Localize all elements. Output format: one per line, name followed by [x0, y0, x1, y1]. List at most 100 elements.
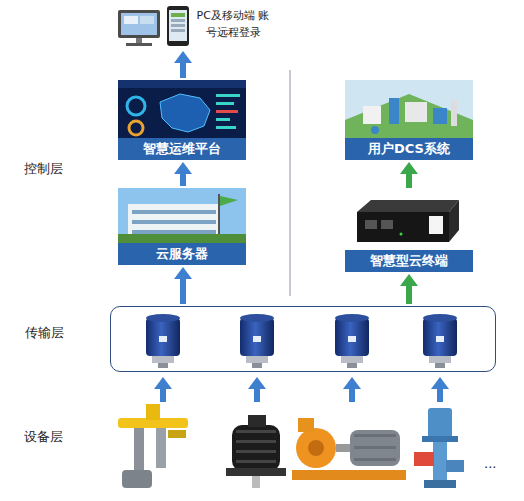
illustration-part [140, 16, 154, 24]
illustration-part [253, 336, 261, 342]
illustration-part [124, 16, 138, 24]
dash-part [216, 110, 238, 113]
illustration-part [232, 425, 280, 471]
illustration-part [336, 444, 350, 452]
term-part [429, 216, 443, 234]
image-box: 智慧型云终端 [345, 190, 473, 272]
illustration-part [424, 480, 456, 488]
layer-label: ... [484, 456, 496, 471]
illustration-part [152, 356, 174, 363]
pump-arrows [154, 377, 449, 402]
illustration-part [159, 336, 167, 342]
illustration-part [423, 318, 457, 356]
illustration-part [126, 43, 152, 46]
server-part [132, 210, 216, 214]
illustration-part [121, 13, 157, 35]
illustration-part [423, 314, 457, 322]
arrow-shaft [180, 62, 186, 78]
illustration-part [354, 434, 396, 437]
illustration-part [252, 476, 260, 488]
arrow-head [174, 162, 192, 174]
layer-label: 传输层 [25, 324, 64, 342]
illustration-part [354, 458, 396, 461]
layer-label: 设备层 [24, 428, 63, 446]
illustration-part [146, 314, 180, 368]
illustration-part [171, 13, 185, 17]
illustration-part [428, 408, 452, 438]
server-part [220, 196, 238, 206]
illustration-part [335, 314, 369, 322]
dash-part [127, 97, 145, 115]
term-part [365, 220, 377, 229]
image-box: 用户DCS系统 [345, 80, 473, 160]
dash-part [160, 94, 210, 132]
illustration-part [171, 19, 185, 22]
illustration-part [252, 363, 262, 368]
sensor-group [146, 314, 457, 368]
illustration-part [298, 418, 314, 432]
server-part [132, 230, 216, 234]
illustration-part [146, 318, 180, 356]
dash-part [216, 102, 234, 105]
term-part [357, 200, 459, 212]
box-title: 用户DCS系统 [345, 138, 473, 160]
illustration-part [168, 430, 186, 438]
arrow-head [174, 267, 192, 279]
illustration-part [423, 314, 457, 368]
flow-arrow [174, 162, 192, 186]
illustration-part [414, 452, 434, 466]
dcs-part [345, 94, 473, 138]
illustration-part [437, 388, 443, 402]
flow-arrow [174, 51, 192, 78]
flow-arrow [400, 274, 418, 304]
dash-part [129, 121, 143, 135]
illustration-part [156, 428, 166, 468]
pc-icon [118, 10, 160, 46]
arrow-shaft [406, 173, 412, 188]
server-part [118, 188, 246, 265]
illustration-part [248, 415, 266, 427]
dash-part [118, 80, 246, 160]
arrow-shaft [180, 278, 186, 304]
dcs-part [363, 106, 381, 124]
arrow-head [400, 162, 418, 174]
term-part [449, 200, 459, 242]
illustration-part [236, 430, 276, 433]
flow-arrow [174, 267, 192, 304]
illustration-part [169, 10, 187, 41]
client-caption: PC及移动端 账号远程登录 [196, 7, 270, 41]
illustration-part [308, 440, 324, 456]
arrow-shaft [406, 285, 412, 304]
dcs-part [389, 98, 399, 124]
illustration-part [240, 314, 274, 368]
layer-band: 传输层 [110, 306, 496, 372]
term-part [345, 190, 473, 272]
pump-vertical-yellow [118, 404, 188, 488]
illustration-part [171, 29, 185, 32]
box-title: 云服务器 [118, 243, 246, 265]
illustration-part [335, 314, 369, 368]
dcs-part [433, 108, 447, 124]
illustration-part [343, 377, 361, 389]
box-title: 智慧运维平台 [118, 138, 246, 160]
server-part [132, 220, 216, 224]
illustration-part [335, 318, 369, 356]
pump-motor-black [226, 415, 286, 488]
phone-icon [167, 6, 189, 46]
illustration-part [347, 363, 357, 368]
illustration-part [292, 470, 406, 480]
illustration-part [167, 6, 189, 46]
illustration-part [429, 356, 451, 363]
illustration-part [122, 470, 152, 488]
illustration-part [154, 377, 172, 389]
term-part [357, 212, 449, 242]
illustration-part [354, 446, 396, 449]
illustration-part [446, 460, 464, 472]
term-part [400, 233, 403, 236]
illustration-part [146, 404, 160, 420]
illustration-part [136, 38, 142, 43]
illustration-part [240, 318, 274, 356]
pump-orange [292, 418, 406, 480]
illustration-part [436, 336, 444, 342]
